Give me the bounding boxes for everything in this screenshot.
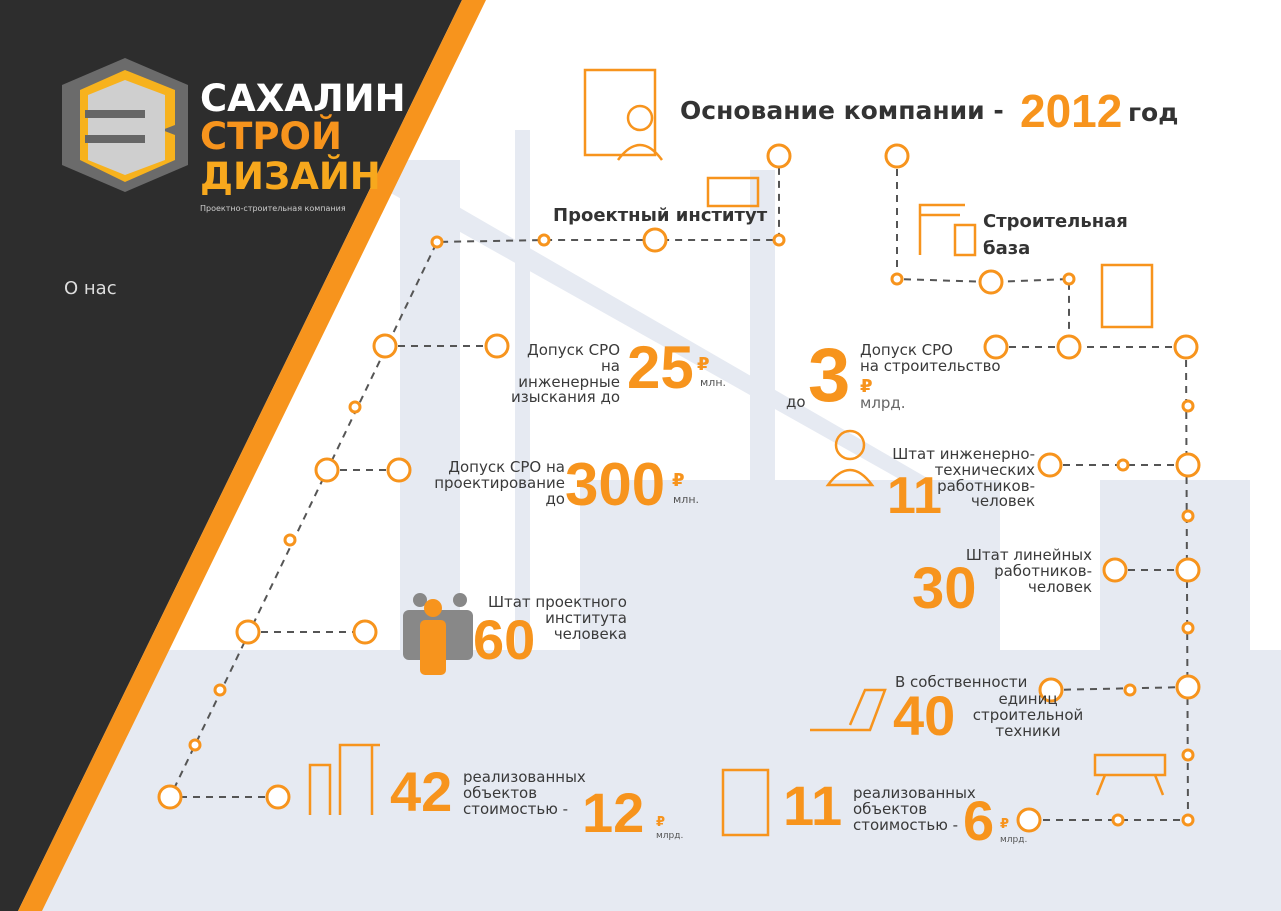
ruble-icon: ₽	[672, 470, 685, 491]
dark-panel	[0, 0, 462, 911]
crane-icon	[918, 203, 965, 255]
construction-silhouette	[0, 130, 1281, 911]
logo-mark	[62, 58, 188, 192]
logo-line2: СТРОЙ	[200, 115, 342, 158]
office-building-icon	[583, 68, 657, 157]
founding-suffix: год	[1128, 98, 1179, 127]
staff-eng-value: 11	[887, 467, 942, 525]
logo-line3: ДИЗАЙН	[200, 155, 381, 198]
people-icon	[626, 104, 654, 132]
founding-year: 2012	[1020, 85, 1123, 137]
ruble-icon: ₽	[656, 815, 666, 830]
worker-icon	[834, 429, 866, 461]
icons	[308, 68, 1167, 837]
staff-linear-value: 30	[912, 556, 977, 621]
construction-crane-icon	[308, 743, 380, 815]
excavator-icon	[810, 688, 887, 732]
orange-stripe	[18, 0, 486, 911]
road-barrier-icon	[1093, 753, 1167, 777]
sro-build-prefix: до	[786, 393, 806, 411]
equipment-value: 40	[893, 684, 956, 747]
team-leader-icon	[420, 599, 446, 675]
sro-survey-value: 25	[627, 334, 694, 401]
objects-a-cost: 12	[582, 781, 645, 844]
sro-survey-unit: млн.	[700, 376, 727, 389]
institute-label: Проектный институт	[553, 205, 768, 226]
blueprint-icon	[706, 176, 760, 208]
objects-a-unit: млрд.	[656, 831, 684, 841]
ruble-icon: ₽	[1000, 817, 1010, 832]
timeline-nodes	[157, 143, 1201, 833]
equipment-line1: В собственности	[895, 673, 1028, 691]
logo-line1: САХАЛИН	[200, 77, 406, 120]
objects-b-value: 11	[783, 774, 843, 837]
objects-b-cost: 6	[963, 789, 995, 852]
objects-b-unit: млрд.	[1000, 835, 1028, 845]
founding-label: Основание компании -	[680, 96, 1004, 125]
section-title: О нас	[64, 278, 117, 299]
base-line2: база	[983, 238, 1031, 259]
base-line1: Строительная	[983, 211, 1128, 232]
sro-build-unit: млрд.	[860, 394, 906, 412]
ruble-icon: ₽	[697, 354, 710, 375]
staff-institute-value: 60	[473, 608, 536, 671]
ruble-icon: ₽	[860, 376, 873, 397]
skyscraper-icon	[721, 768, 770, 837]
sro-design-unit: млн.	[673, 493, 700, 506]
sro-build-value: 3	[808, 333, 851, 418]
objects-a-value: 42	[390, 760, 453, 823]
logo-tagline: Проектно-строительная компания	[200, 204, 346, 213]
document-icon	[1100, 263, 1154, 329]
sro-design-value: 300	[565, 451, 666, 518]
